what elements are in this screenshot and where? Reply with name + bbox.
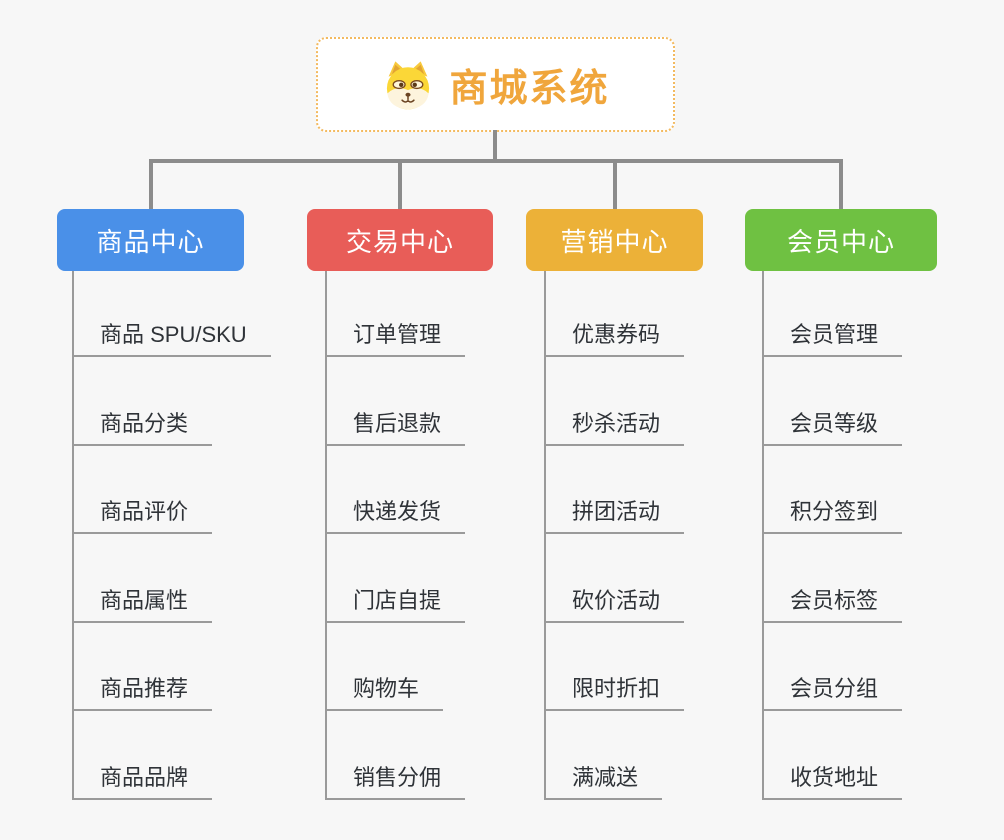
- root-topic[interactable]: 商城系统: [316, 37, 675, 132]
- topic-item[interactable]: 会员标签: [762, 581, 903, 623]
- connector-children-line: [544, 271, 546, 800]
- connector-branch-drop: [612, 159, 617, 209]
- connector-branch-drop: [398, 159, 402, 209]
- topic-item[interactable]: 售后退款: [325, 404, 466, 446]
- topic-item-label: 积分签到: [790, 499, 879, 524]
- branch-topic[interactable]: 营销中心: [526, 209, 703, 271]
- topic-item-label: 商品推荐: [100, 676, 189, 701]
- topic-item-label: 商品 SPU/SKU: [100, 322, 247, 347]
- root-title: 商城系统: [449, 68, 610, 110]
- topic-item[interactable]: 优惠券码: [544, 315, 685, 357]
- topic-item-label: 销售分佣: [353, 765, 442, 790]
- topic-item-label: 会员分组: [790, 676, 879, 701]
- topic-item[interactable]: 秒杀活动: [544, 404, 685, 446]
- topic-item-label: 限时折扣: [572, 676, 661, 701]
- topic-item-label: 收货地址: [790, 765, 879, 790]
- topic-item-label: 会员管理: [790, 322, 879, 347]
- topic-item-label: 售后退款: [353, 411, 442, 436]
- connector-root-stub: [493, 130, 497, 163]
- topic-item[interactable]: 快递发货: [325, 492, 466, 534]
- branch-topic[interactable]: 交易中心: [307, 209, 493, 271]
- topic-item-label: 商品品牌: [100, 765, 189, 790]
- topic-item[interactable]: 购物车: [325, 669, 444, 711]
- topic-item[interactable]: 会员分组: [762, 669, 903, 711]
- topic-item-label: 商品属性: [100, 588, 189, 613]
- topic-item-label: 秒杀活动: [572, 411, 661, 436]
- topic-item-label: 优惠券码: [572, 322, 661, 347]
- topic-item[interactable]: 满减送: [544, 758, 663, 800]
- topic-item-label: 砍价活动: [572, 588, 661, 613]
- connector-children-line: [72, 271, 74, 800]
- connector-branch-drop: [839, 159, 843, 209]
- topic-item-label: 门店自提: [353, 588, 442, 613]
- connector-bus: [148, 159, 843, 163]
- topic-item-label: 快递发货: [353, 499, 442, 524]
- topic-item-label: 满减送: [572, 765, 639, 790]
- branch-topic[interactable]: 商品中心: [57, 209, 244, 271]
- topic-item[interactable]: 商品品牌: [72, 758, 213, 800]
- branch-topic-label: 交易中心: [345, 226, 454, 257]
- topic-item[interactable]: 销售分佣: [325, 758, 466, 800]
- topic-item[interactable]: 会员管理: [762, 315, 903, 357]
- topic-item-label: 商品评价: [100, 499, 189, 524]
- connector-children-line: [762, 271, 764, 800]
- topic-item[interactable]: 商品评价: [72, 492, 213, 534]
- branch-topic-label: 商品中心: [96, 226, 205, 257]
- topic-item[interactable]: 拼团活动: [544, 492, 685, 534]
- topic-item[interactable]: 订单管理: [325, 315, 466, 357]
- topic-item[interactable]: 积分签到: [762, 492, 903, 534]
- branch-topic-label: 会员中心: [786, 226, 895, 257]
- topic-item[interactable]: 收货地址: [762, 758, 903, 800]
- connector-children-line: [325, 271, 327, 800]
- topic-item[interactable]: 门店自提: [325, 581, 466, 623]
- topic-item-label: 拼团活动: [572, 499, 661, 524]
- topic-item-label: 商品分类: [100, 411, 189, 436]
- shiba-dog-icon: [381, 59, 435, 111]
- topic-item[interactable]: 会员等级: [762, 404, 903, 446]
- topic-item-label: 订单管理: [353, 322, 442, 347]
- topic-item-label: 会员等级: [790, 411, 879, 436]
- topic-item-label: 购物车: [353, 676, 420, 701]
- topic-item[interactable]: 商品属性: [72, 581, 213, 623]
- branch-topic-label: 营销中心: [560, 226, 669, 257]
- topic-item[interactable]: 商品 SPU/SKU: [72, 315, 271, 357]
- topic-item[interactable]: 砍价活动: [544, 581, 685, 623]
- branch-topic[interactable]: 会员中心: [745, 209, 937, 271]
- connector-branch-drop: [148, 159, 153, 209]
- topic-item-label: 会员标签: [790, 588, 879, 613]
- topic-item[interactable]: 商品分类: [72, 404, 213, 446]
- topic-item[interactable]: 商品推荐: [72, 669, 213, 711]
- topic-item[interactable]: 限时折扣: [544, 669, 685, 711]
